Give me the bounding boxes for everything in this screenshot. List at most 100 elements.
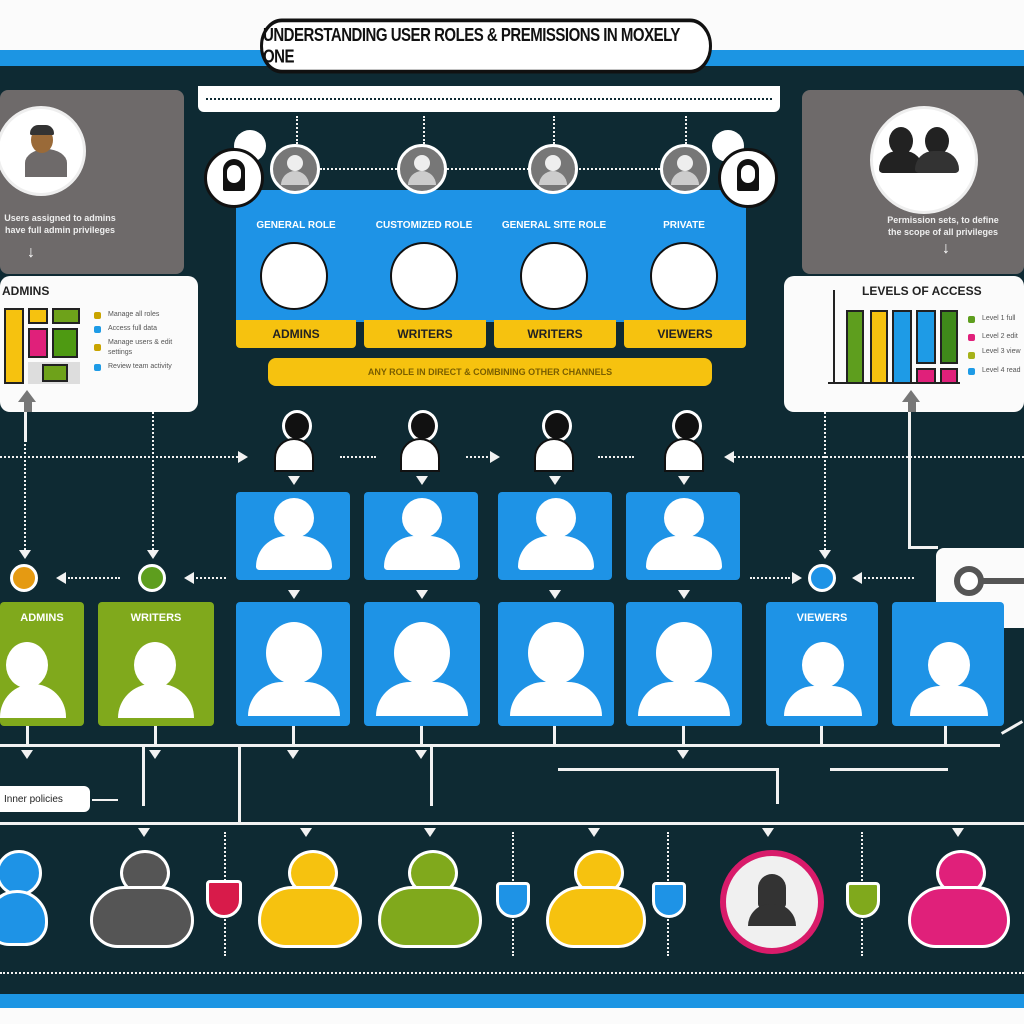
- role-circle[interactable]: [650, 242, 718, 310]
- access-bar: [916, 310, 936, 364]
- connector: [908, 412, 911, 548]
- blue-shield-icon: [652, 882, 686, 918]
- arrow-down-icon: [952, 828, 964, 837]
- arrow-down-icon: [549, 590, 561, 599]
- arrow-down-icon: [416, 590, 428, 599]
- levels-legend-title: LEVELS OF ACCESS: [862, 284, 982, 298]
- user-avatar-icon[interactable]: [528, 144, 578, 194]
- connector: [154, 726, 157, 744]
- connector: [820, 726, 823, 744]
- arrow-up-icon: [902, 390, 920, 402]
- legend-swatch: [94, 312, 101, 319]
- connector: [908, 546, 938, 549]
- arrow-down-icon: [549, 476, 561, 485]
- arrow-down-icon: [21, 750, 33, 759]
- user-card[interactable]: [626, 492, 740, 580]
- connector: [423, 116, 425, 144]
- connector: [682, 726, 685, 744]
- right-card-caption-1: Permission sets, to define: [887, 215, 999, 225]
- green-shield-icon: [846, 882, 880, 918]
- connector: [292, 726, 295, 744]
- connector: [24, 440, 26, 550]
- user-card[interactable]: [364, 492, 478, 580]
- chart-block: [4, 308, 24, 384]
- arrow-down-icon: [300, 828, 312, 837]
- connector: [553, 116, 555, 144]
- group-box[interactable]: [892, 602, 1004, 726]
- group-box-writers[interactable]: WRITERS: [98, 602, 214, 726]
- group-label: WRITERS: [130, 612, 182, 624]
- flow-line: [864, 577, 914, 579]
- user-blue-icon: [0, 848, 48, 956]
- user-card[interactable]: [498, 492, 612, 580]
- role-header: GENERAL SITE ROLE: [501, 220, 607, 231]
- legend-swatch: [968, 316, 975, 323]
- group-box-admins[interactable]: ADMINS: [0, 602, 84, 726]
- arrow-down-icon: [288, 476, 300, 485]
- user-grey-icon: [90, 848, 194, 956]
- group-box-viewers[interactable]: VIEWERS: [766, 602, 878, 726]
- female-avatar-icon: [718, 148, 778, 208]
- orange-badge-icon: [10, 564, 38, 592]
- y-axis: [833, 290, 835, 384]
- user-green-icon: [378, 848, 482, 956]
- arrow-down-icon: ↓: [27, 244, 35, 261]
- chart-block: [52, 328, 78, 358]
- role-tab-viewers[interactable]: VIEWERS: [624, 320, 746, 348]
- user-avatar-icon[interactable]: [660, 144, 710, 194]
- legend-label: Level 1 full: [982, 315, 1016, 322]
- user-card[interactable]: [236, 492, 350, 580]
- role-circle[interactable]: [390, 242, 458, 310]
- arrow-down-icon: [288, 590, 300, 599]
- group-label: ADMINS: [20, 612, 64, 624]
- arrow-down-icon: [138, 828, 150, 837]
- arrow-down-icon: [762, 828, 774, 837]
- arrow-down-icon: [424, 828, 436, 837]
- user-avatar-icon[interactable]: [270, 144, 320, 194]
- role-header: GENERAL ROLE: [256, 220, 336, 231]
- role-tab-admins[interactable]: ADMINS: [236, 320, 356, 348]
- person-outline-icon: [272, 410, 316, 472]
- group-box[interactable]: [498, 602, 614, 726]
- flow-line: [598, 456, 634, 458]
- role-tab-writers[interactable]: WRITERS: [364, 320, 486, 348]
- connector: [430, 744, 433, 806]
- page-title: UNDERSTANDING USER ROLES & PREMISSIONS I…: [260, 18, 712, 74]
- connector-bus: [0, 744, 1000, 747]
- admins-legend-title: ADMINS: [2, 284, 50, 298]
- key-icon: [954, 566, 984, 596]
- role-circle[interactable]: [520, 242, 588, 310]
- red-shield-icon: [206, 880, 242, 918]
- blue-badge-icon: [808, 564, 836, 592]
- access-bar: [916, 368, 936, 384]
- group-box[interactable]: [626, 602, 742, 726]
- user-badge-pink-icon: [720, 850, 824, 954]
- legend-label: Level 3 view: [982, 348, 1021, 355]
- arrow-down-icon: [588, 828, 600, 837]
- bottom-band: [0, 1008, 1024, 1024]
- user-avatar-icon[interactable]: [397, 144, 447, 194]
- role-tab-writers[interactable]: WRITERS: [494, 320, 616, 348]
- role-header: PRIVATE: [663, 220, 705, 231]
- arrow-left-icon: [724, 451, 734, 463]
- legend-swatch: [968, 352, 975, 359]
- flow-line: [0, 456, 238, 458]
- legend-label: Access full data: [108, 325, 158, 332]
- role-circle[interactable]: [260, 242, 328, 310]
- group-box[interactable]: [364, 602, 480, 726]
- role-banner: ANY ROLE IN DIRECT & COMBINING OTHER CHA…: [268, 358, 712, 386]
- legend-swatch: [968, 334, 975, 341]
- legend-label: Level 4 read: [982, 367, 1021, 374]
- role-header: CUSTOMIZED ROLE: [375, 220, 473, 231]
- connector: [26, 726, 29, 744]
- left-info-card: Users assigned to admins have full admin…: [0, 90, 184, 274]
- user-avatar-icon: [0, 106, 86, 196]
- connector: [776, 768, 779, 804]
- arrow-down-icon: [819, 550, 831, 559]
- arrow-down-icon: [415, 750, 427, 759]
- arrow-down-icon: [147, 550, 159, 559]
- group-box[interactable]: [236, 602, 350, 726]
- access-bar: [870, 310, 888, 384]
- arrow-down-icon: [149, 750, 161, 759]
- key-shaft: [982, 578, 1024, 584]
